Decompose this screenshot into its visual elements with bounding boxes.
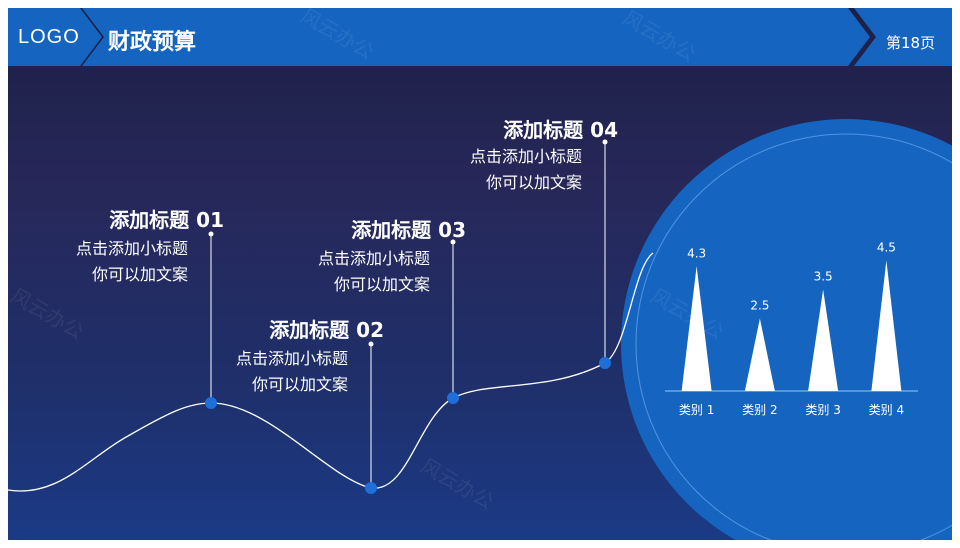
milestone-title-text: 添加标题: [109, 208, 190, 232]
milestone-1-title: 添加标题 01: [109, 204, 224, 233]
milestone-2-desc: 点击添加小标题 你可以加文案: [236, 346, 348, 398]
bar-chart: 4.3 类别 1 2.5 类别 2 3.5 类别 3 4.5 类别 4: [665, 241, 918, 417]
milestone-4-desc: 点击添加小标题 你可以加文案: [470, 144, 582, 196]
data-label-3: 3.5: [814, 270, 833, 284]
page-number: 第18页: [886, 34, 936, 52]
leader-cap-4: [602, 139, 608, 145]
slide-graphics: 4.3 类别 1 2.5 类别 2 3.5 类别 3 4.5 类别 4: [8, 119, 952, 540]
milestone-copy: 你可以加文案: [91, 265, 188, 284]
milestone-3-title: 添加标题 03: [351, 214, 466, 243]
category-label-1: 类别 1: [679, 403, 714, 417]
milestone-dot-4[interactable]: [599, 357, 611, 369]
milestone-number: 03: [438, 218, 466, 242]
data-label-1: 4.3: [687, 246, 706, 260]
milestone-subtitle: 点击添加小标题: [469, 147, 582, 166]
bar-1: [681, 266, 712, 391]
milestone-dot-3[interactable]: [447, 392, 459, 404]
milestone-copy: 你可以加文案: [251, 375, 348, 394]
bar-4: [871, 260, 902, 391]
milestone-copy: 你可以加文案: [485, 173, 582, 192]
milestone-title-text: 添加标题: [269, 318, 350, 342]
category-label-3: 类别 3: [805, 403, 840, 417]
milestone-number: 01: [196, 208, 224, 232]
bar-3: [808, 289, 839, 391]
milestone-title-text: 添加标题: [503, 118, 584, 142]
leader-cap-2: [368, 341, 374, 347]
header-shape: [8, 8, 952, 66]
milestone-dot-1[interactable]: [205, 397, 217, 409]
milestone-subtitle: 点击添加小标题: [317, 249, 430, 268]
milestone-copy: 你可以加文案: [333, 275, 430, 294]
leader-cap-3: [450, 239, 456, 245]
milestone-title-text: 添加标题: [351, 218, 432, 242]
logo-text: LOGO: [18, 26, 80, 48]
data-label-2: 2.5: [750, 299, 769, 313]
decor-circle: [621, 119, 952, 540]
milestone-number: 04: [590, 118, 618, 142]
milestone-2-title: 添加标题 02: [269, 314, 384, 343]
bar-2: [744, 318, 775, 391]
slide: 4.3 类别 1 2.5 类别 2 3.5 类别 3 4.5 类别 4 LOGO 财政预算 第…: [8, 8, 952, 540]
milestone-subtitle: 点击添加小标题: [235, 349, 348, 368]
milestone-dot-2[interactable]: [365, 482, 377, 494]
category-label-2: 类别 2: [742, 403, 777, 417]
milestone-number: 02: [356, 318, 384, 342]
decor-circle-ring: [635, 133, 952, 540]
leader-cap-1: [208, 231, 214, 237]
milestone-3-desc: 点击添加小标题 你可以加文案: [318, 246, 430, 298]
category-label-4: 类别 4: [869, 403, 904, 417]
milestone-4-title: 添加标题 04: [503, 114, 618, 143]
milestone-subtitle: 点击添加小标题: [75, 239, 188, 258]
page-title: 财政预算: [108, 30, 197, 55]
header-bar: LOGO 财政预算 第18页: [8, 8, 952, 66]
milestone-1-desc: 点击添加小标题 你可以加文案: [76, 236, 188, 288]
data-label-4: 4.5: [877, 241, 896, 255]
